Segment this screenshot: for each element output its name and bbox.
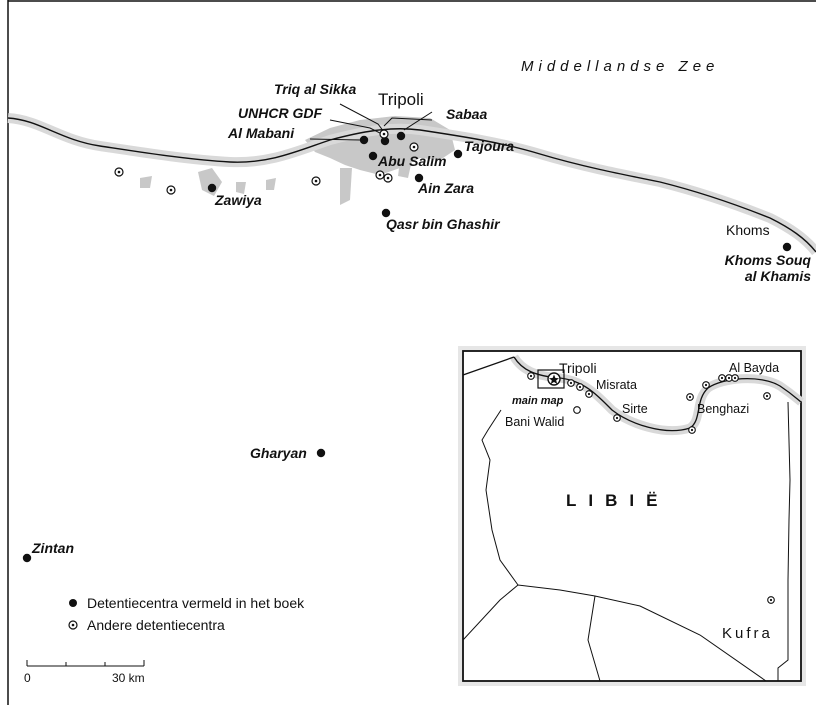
marker-gharyan	[316, 448, 326, 458]
inset-label-bani-walid: Bani Walid	[505, 415, 564, 429]
marker-unhcr-gdf	[380, 136, 390, 146]
inset-label-benghazi: Benghazi	[697, 402, 749, 416]
scale-zero: 0	[24, 671, 31, 685]
label-tajoura: Tajoura	[464, 138, 514, 154]
inset-label-misrata: Misrata	[596, 378, 637, 392]
marker-al-mabani	[359, 135, 369, 145]
label-khoms-souq-2: al Khamis	[745, 268, 811, 284]
label-zawiya: Zawiya	[214, 192, 262, 208]
marker-qasr-bin-ghashir	[381, 208, 391, 218]
label-zintan: Zintan	[31, 540, 74, 556]
label-qasr-bin-ghashir: Qasr bin Ghashir	[386, 216, 501, 232]
inset-label-tripoli: Tripoli	[559, 360, 597, 376]
marker-ain-zara	[414, 173, 424, 183]
label-khoms-souq-1: Khoms Souq	[725, 252, 812, 268]
label-triq-al-sikka: Triq al Sikka	[274, 81, 356, 97]
legend-other-centres: Andere detentiecentra	[87, 617, 225, 633]
inset-label-main-map: main map	[512, 395, 564, 407]
label-abu-salim: Abu Salim	[377, 153, 446, 169]
label-ain-zara: Ain Zara	[417, 180, 474, 196]
marker-zawiya	[207, 183, 217, 193]
legend-filled-dot-icon	[69, 599, 77, 607]
legend-book-centres: Detentiecentra vermeld in het boek	[87, 595, 305, 611]
label-gharyan: Gharyan	[250, 445, 307, 461]
label-sabaa: Sabaa	[446, 106, 487, 122]
inset-label-kufra: Kufra	[722, 625, 773, 642]
other-detention-centres	[114, 129, 419, 195]
inset-map: Tripoli main map Misrata Sirte Bani Wali…	[458, 346, 806, 686]
sea-label: Middellandse Zee	[521, 58, 719, 75]
label-tripoli: Tripoli	[378, 90, 424, 109]
scale-bar	[26, 660, 145, 667]
coastline	[7, 113, 816, 256]
marker-zintan	[22, 553, 32, 563]
leader-lines	[309, 103, 433, 141]
label-unhcr-gdf: UNHCR GDF	[238, 105, 322, 121]
marker-khoms-souq	[782, 242, 792, 252]
label-khoms: Khoms	[726, 222, 770, 238]
label-al-mabani: Al Mabani	[227, 125, 295, 141]
inset-label-al-bayda: Al Bayda	[729, 361, 779, 375]
inset-label-sirte: Sirte	[622, 402, 648, 416]
scale-end: 30 km	[112, 671, 145, 685]
legend: Detentiecentra vermeld in het boek Ander…	[68, 595, 305, 633]
marker-tajoura	[453, 149, 463, 159]
marker-abu-salim	[368, 151, 378, 161]
marker-sabaa	[396, 131, 406, 141]
book-detention-centres	[22, 131, 792, 563]
inset-label-country: LIBIË	[566, 491, 669, 510]
